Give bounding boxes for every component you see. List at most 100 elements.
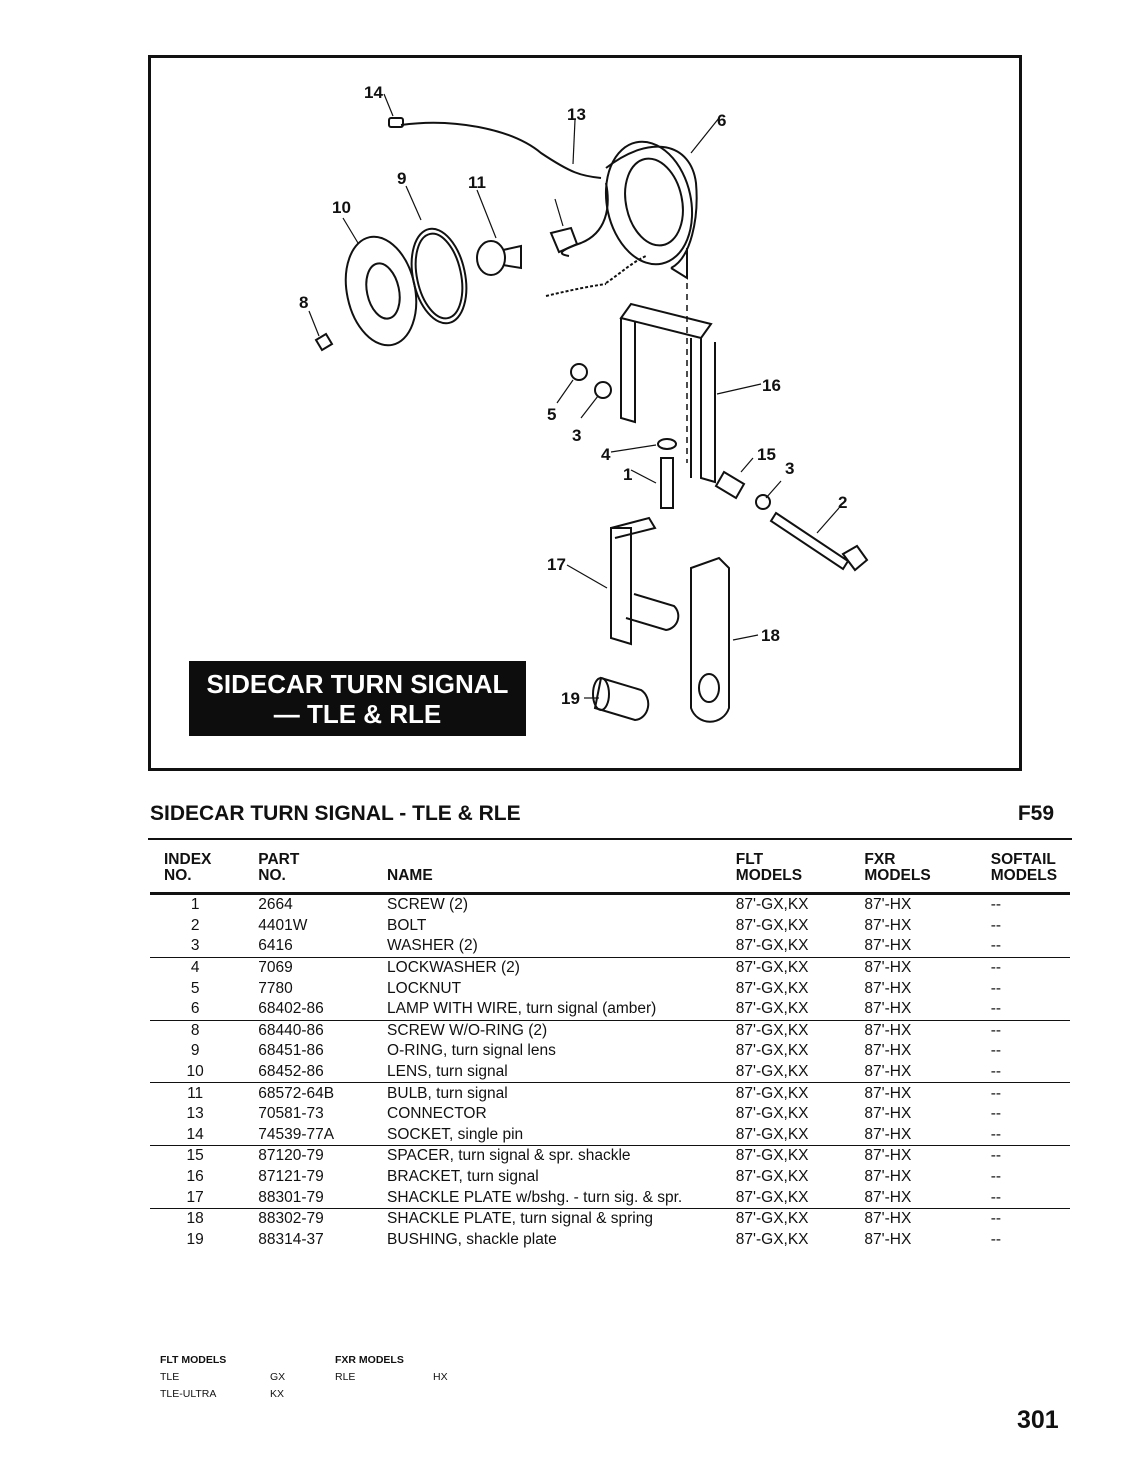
bolt-part	[769, 511, 869, 572]
washer-2-part	[755, 494, 771, 510]
cell-name: O-RING, turn signal lens	[387, 1042, 556, 1060]
callout-2: 2	[838, 493, 847, 512]
cell-fxr: 87'-HX	[864, 1084, 912, 1102]
lockwasher-part	[657, 438, 677, 450]
lamp-wire-2	[605, 255, 647, 284]
cell-flt: 87'-GX,KX	[735, 1168, 809, 1186]
cell-softail: --	[990, 1084, 1002, 1102]
cell-index: 3	[150, 936, 259, 958]
cell-softail: --	[990, 1168, 1002, 1186]
cell-index: 6	[150, 998, 259, 1021]
cell-fxr: 87'-HX	[864, 979, 912, 997]
cell-softail: --	[990, 1230, 1002, 1248]
section-title: SIDECAR TURN SIGNAL - TLE & RLE	[150, 802, 521, 825]
callout-11: 11	[468, 173, 486, 192]
cell-fxr: 87'-HX	[864, 998, 991, 1021]
cell-name: SOCKET, single pin	[387, 1124, 736, 1147]
cell-name: BRACKET, turn signal	[387, 1168, 539, 1186]
cell-part-no: 87120-79	[258, 1147, 324, 1165]
screw-1-part	[660, 457, 674, 509]
section-rule	[148, 838, 1072, 840]
cell-flt: 87'-GX,KX	[735, 998, 865, 1021]
cell-fxr: 87'-HX	[864, 1124, 991, 1147]
callout-8: 8	[299, 293, 308, 312]
header-name: NAME	[387, 852, 736, 895]
screw-part	[314, 332, 334, 352]
cell-index: 1	[190, 896, 200, 914]
cell-flt: 87'-GX,KX	[735, 1042, 809, 1060]
cell-index: 14	[150, 1124, 259, 1147]
cell-name: WASHER (2)	[387, 936, 736, 958]
diagram-title-line1: SIDECAR TURN SIGNAL	[206, 668, 509, 699]
lens-part	[344, 235, 418, 347]
cell-name: LENS, turn signal	[387, 1061, 736, 1084]
cell-fxr: 87'-HX	[864, 1168, 912, 1186]
cell-part-no: 68452-86	[258, 1061, 388, 1084]
cell-index: 5	[190, 979, 200, 997]
cell-name: BUSHING, shackle plate	[387, 1230, 557, 1248]
washer-part	[594, 381, 612, 399]
cell-index: 13	[186, 1105, 204, 1123]
callout-10: 10	[332, 198, 351, 217]
cell-part-no: 74539-77A	[258, 1124, 388, 1147]
exploded-diagram: 14 13 6 9 11 10 8 16 5 3 4 1 15 3 2 17 1…	[148, 55, 1022, 771]
cell-index: 9	[190, 1042, 200, 1060]
cell-index: 15	[186, 1147, 204, 1165]
cell-flt: 87'-GX,KX	[735, 979, 809, 997]
cell-fxr: 87'-HX	[864, 1147, 912, 1165]
locknut-part	[570, 363, 588, 381]
callout-6: 6	[717, 111, 726, 130]
cell-name: LOCKNUT	[387, 979, 462, 997]
cell-softail: --	[990, 1105, 1002, 1123]
cell-softail: --	[990, 916, 1002, 934]
cell-name: LAMP WITH WIRE, turn signal (amber)	[387, 998, 736, 1021]
cell-softail: --	[990, 1061, 1070, 1084]
cell-flt: 87'-GX,KX	[735, 1105, 809, 1123]
o-ring-part	[410, 227, 468, 325]
cell-part-no: 68572-64B	[258, 1084, 335, 1102]
callout-4: 4	[601, 445, 611, 464]
cell-softail: --	[990, 1042, 1002, 1060]
cell-part-no: 87121-79	[258, 1168, 324, 1186]
cell-flt: 87'-GX,KX	[735, 916, 809, 934]
cell-index: 16	[186, 1168, 204, 1186]
lamp-wire	[545, 283, 607, 297]
cell-part-no: 7069	[258, 959, 293, 977]
cell-flt: 87'-GX,KX	[735, 1147, 809, 1165]
cell-part-no: 70581-73	[258, 1105, 324, 1123]
cell-part-no: 4401W	[258, 916, 308, 934]
cell-index: 4	[190, 959, 200, 977]
legend-flt-heading: FLT MODELS	[160, 1354, 227, 1366]
cell-fxr: 87'-HX	[864, 1061, 991, 1084]
cell-fxr: 87'-HX	[864, 916, 912, 934]
legend-fxr-heading: FXR MODELS	[335, 1354, 404, 1366]
cell-index: 2	[190, 916, 200, 934]
callout-16: 16	[762, 376, 781, 395]
callout-5: 5	[547, 405, 556, 424]
callout-14: 14	[364, 83, 383, 102]
spacer-part	[714, 470, 746, 500]
cell-index: 8	[190, 1021, 200, 1039]
cell-flt: 87'-GX,KX	[735, 1230, 809, 1248]
cell-index: 17	[150, 1187, 259, 1209]
cell-index: 11	[187, 1084, 204, 1102]
cell-part-no: 7780	[258, 979, 293, 997]
cell-softail: --	[990, 936, 1070, 958]
wire-tail	[560, 182, 609, 257]
socket-part	[388, 117, 404, 128]
cell-part-no: 88314-37	[258, 1230, 324, 1248]
